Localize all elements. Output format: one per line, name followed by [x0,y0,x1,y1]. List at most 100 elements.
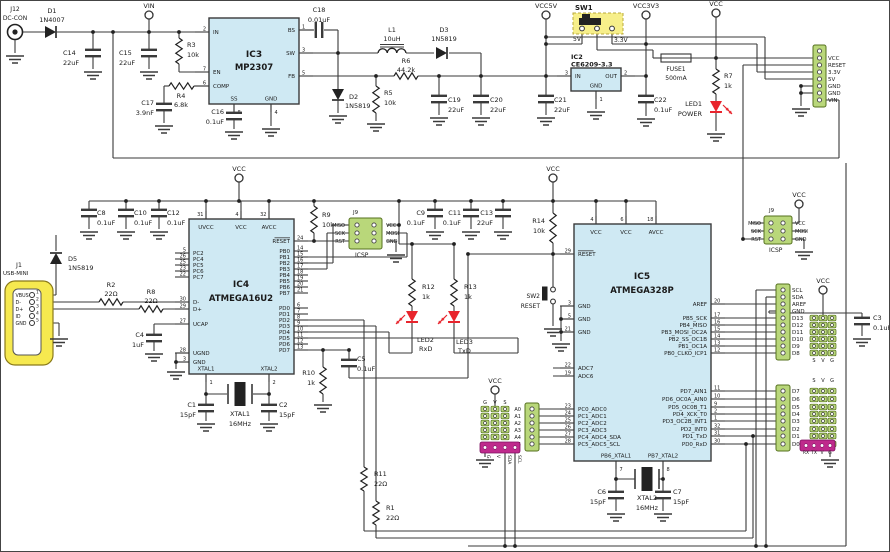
pin-label: PC1_ADC1 [578,414,607,420]
pin-label: PB2_SS_OC1B [668,337,707,343]
junction-dot [744,442,748,446]
c11-value: 0.1uF [443,219,461,227]
pin-number: 23 [565,404,571,410]
pin-number: 23 [180,266,186,272]
pin-number: 12 [297,339,303,345]
usb-pin-label: D- [16,300,22,306]
junction-dot [397,223,401,227]
pin-label: SW [286,51,295,57]
pin-label: PB7 [279,291,290,297]
r3-label: R3 [187,41,196,49]
c22-ref: C22 [654,96,667,104]
c8: C80.1uF [81,208,115,227]
r8-label: R8 [147,288,156,296]
pin-label: PB5 [279,279,290,285]
r11-label: 22Ω [374,480,387,488]
pin-number: 1 [600,97,603,103]
c6-ref: C6 [597,488,606,496]
junction-dot [544,42,548,46]
usb-pin-label: VBUS [16,293,29,299]
pin-number: 21 [565,327,571,333]
junction-dot [410,242,414,246]
pin-label: SS [231,97,238,103]
pin-number: 14 [297,246,303,252]
sw2-label: RESET [521,303,541,310]
led3-txd-label: LED3 [456,338,473,346]
junction-dot [204,199,208,203]
c13-ref: C13 [480,209,493,217]
vcc-digital-terminal: VCC [816,277,830,295]
grid-column-label: S [812,378,815,384]
digital-header-upper-body [775,283,791,361]
pin-number: 4 [235,212,238,218]
junction-dot [714,56,718,60]
strip-pad-label: RX [803,450,809,456]
c4-value: 1uF [132,341,144,349]
junction-dot [741,237,745,241]
r1-label: 22Ω [386,514,399,522]
c3-ref: C3 [873,314,882,322]
j12-label: DC-CON [3,15,27,22]
analog-header: A0A1A2A3A4A5 [514,402,540,452]
pin-number: 16 [297,258,303,264]
grid-column-label: S [812,358,815,364]
usb-pin-label: D+ [16,307,24,313]
header-pin-label: RESET [828,63,846,69]
junction-dot [347,348,351,352]
pin-label: AVCC [262,225,277,231]
header-ref-label: J9 [768,208,775,214]
led1-power-label: POWER [678,110,703,118]
pin-number: 20 [714,299,720,305]
pin-number: 8 [297,315,300,321]
pin-number: 16 [714,320,720,326]
strip-pad-label: SCL [516,455,522,464]
pin-number: 3 [183,357,186,363]
pin-number: 31 [197,212,203,218]
led3-txd-label: TxD [457,347,471,355]
pin-number: 26 [180,254,186,260]
pin-number: 29 [180,304,186,310]
pin-number: 32 [260,212,266,218]
pin-number: 13 [297,345,303,351]
junction-dot [544,74,548,78]
junction-dot [544,35,548,39]
junction-dot [551,199,555,203]
header-pin-label: SCK [335,231,346,237]
junction-dot [559,330,563,334]
header-pin-label: A0 [514,407,521,413]
pin-label: ADC6 [578,374,594,380]
d3-label: 1N5819 [431,35,457,43]
r4-label: R4 [177,92,186,100]
r14-label: R14 [532,217,545,225]
usb-pin-label: ID [16,314,21,320]
header-pin-label: SCL [792,288,803,294]
pin-number: 9 [714,402,717,408]
vcc3v3-terminal-label: VCC3V3 [633,2,659,10]
junction-dot [624,199,628,203]
ic-part: CE6209-3.3 [571,61,613,69]
pin-label: PD5 [279,336,291,342]
pin-number: 28 [565,439,571,445]
header-pin-label: VCC [828,56,840,62]
ic-ref: IC2 [571,53,583,61]
header-pin-label: D5 [792,405,800,411]
c5-ref: C5 [357,355,366,363]
header-pin-label: GND [828,84,841,90]
junction-dot [799,84,803,88]
pin-label: PB1_OC1A [678,344,707,350]
pin-label: PC5_ADC5_SCL [578,442,621,448]
power-header-body [812,44,827,108]
usb-ref-label: USB-MINI [3,271,29,277]
fuse-label: 500mA [665,75,687,82]
header-pin-label: RST [335,239,346,245]
led2-rxd-label: LED2 [417,336,434,344]
pin-number: 24 [297,236,303,242]
